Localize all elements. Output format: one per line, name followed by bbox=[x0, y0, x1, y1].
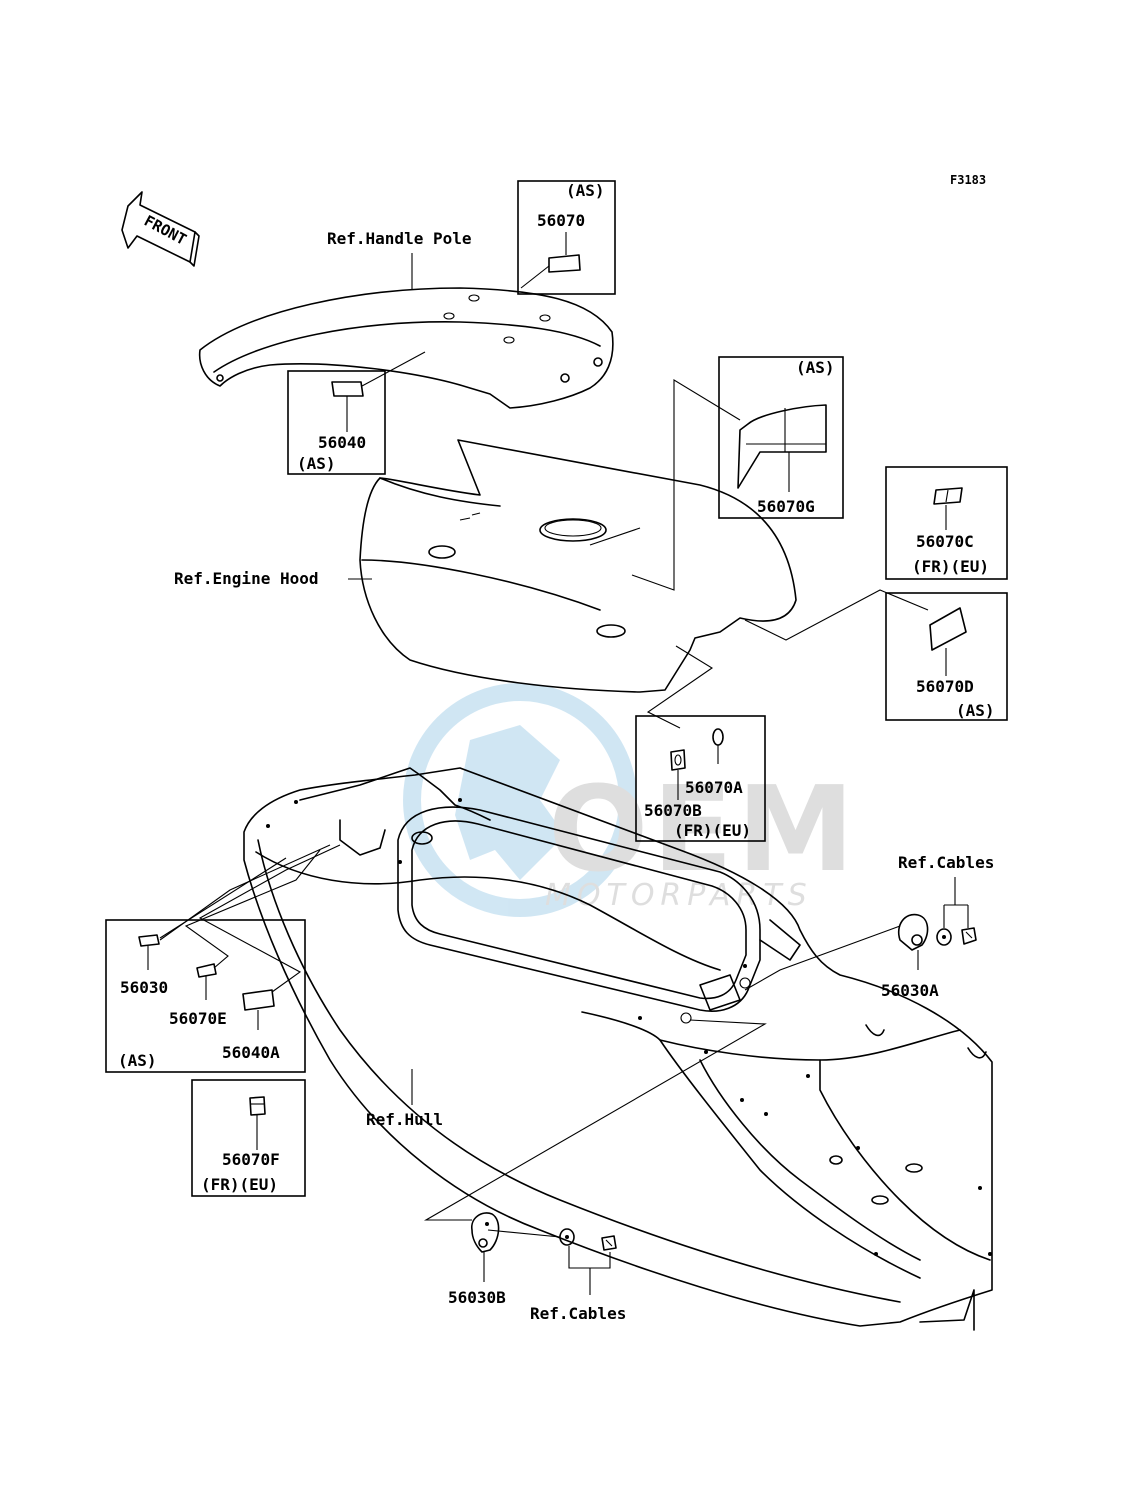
callout-box-group-as bbox=[105, 919, 306, 1073]
decal-56070B-icon bbox=[670, 749, 686, 771]
decal-56070A-icon bbox=[712, 728, 724, 746]
part-56040: 56040 bbox=[318, 433, 366, 452]
watermark-globe bbox=[403, 683, 637, 917]
qualifier-56070: (AS) bbox=[566, 181, 605, 200]
ref-engine-hood: Ref.Engine Hood bbox=[174, 569, 319, 588]
figure-code: F3183 bbox=[950, 173, 986, 187]
callout-box-56070D bbox=[885, 592, 1008, 721]
qualifier-56070F: (FR)(EU) bbox=[201, 1175, 278, 1194]
decal-56070F-icon bbox=[249, 1096, 266, 1116]
callout-box-56040 bbox=[287, 370, 386, 475]
callout-box-56070B bbox=[635, 715, 766, 842]
ref-hull: Ref.Hull bbox=[366, 1110, 443, 1129]
part-56070F: 56070F bbox=[222, 1150, 280, 1169]
decal-56070C-icon bbox=[933, 487, 963, 505]
part-56070E: 56070E bbox=[169, 1009, 227, 1028]
callout-box-56070C bbox=[885, 466, 1008, 580]
qualifier-group-as: (AS) bbox=[118, 1051, 157, 1070]
cap-56030B-icon bbox=[471, 1212, 617, 1253]
part-56070B: 56070B bbox=[644, 801, 702, 820]
watermark-continent bbox=[455, 725, 565, 880]
watermark-oem: OEM bbox=[548, 760, 858, 898]
decal-56030-icon bbox=[138, 934, 160, 947]
decal-56070G-icon bbox=[737, 404, 827, 489]
callout-box-56070F bbox=[191, 1079, 306, 1197]
watermark-motorparts: MOTORPARTS bbox=[545, 878, 813, 913]
part-56070G: 56070G bbox=[757, 497, 815, 516]
part-56070D: 56070D bbox=[916, 677, 974, 696]
part-56070C: 56070C bbox=[916, 532, 974, 551]
decal-56070-icon bbox=[548, 254, 581, 273]
qualifier-56070D: (AS) bbox=[956, 701, 995, 720]
watermark: OEM MOTORPARTS bbox=[403, 683, 858, 917]
cap-56030A-icon bbox=[898, 913, 977, 951]
engine-hood bbox=[359, 439, 797, 693]
ref-cables-bottom: Ref.Cables bbox=[530, 1304, 626, 1323]
qualifier-56070C: (FR)(EU) bbox=[912, 557, 989, 576]
part-56030: 56030 bbox=[120, 978, 168, 997]
decal-56040A-icon bbox=[242, 989, 275, 1011]
callout-box-56070G bbox=[718, 356, 844, 519]
qualifier-56040: (AS) bbox=[297, 454, 336, 473]
part-56070: 56070 bbox=[537, 211, 585, 230]
ref-handle-pole: Ref.Handle Pole bbox=[327, 229, 472, 248]
ref-cables-right: Ref.Cables bbox=[898, 853, 994, 872]
front-arrow-icon: FRONT bbox=[121, 191, 200, 267]
decal-56070E-icon bbox=[196, 963, 217, 978]
decal-56070D-icon bbox=[929, 607, 967, 651]
decal-56040-icon bbox=[331, 381, 364, 397]
handle-pole bbox=[198, 287, 614, 409]
hull bbox=[243, 767, 993, 1331]
part-56040A: 56040A bbox=[222, 1043, 280, 1062]
callout-box-56070 bbox=[517, 180, 616, 295]
part-56030A: 56030A bbox=[881, 981, 939, 1000]
part-56070A: 56070A bbox=[685, 778, 743, 797]
qualifier-56070B: (FR)(EU) bbox=[674, 821, 751, 840]
part-56030B: 56030B bbox=[448, 1288, 506, 1307]
qualifier-56070G: (AS) bbox=[796, 358, 835, 377]
